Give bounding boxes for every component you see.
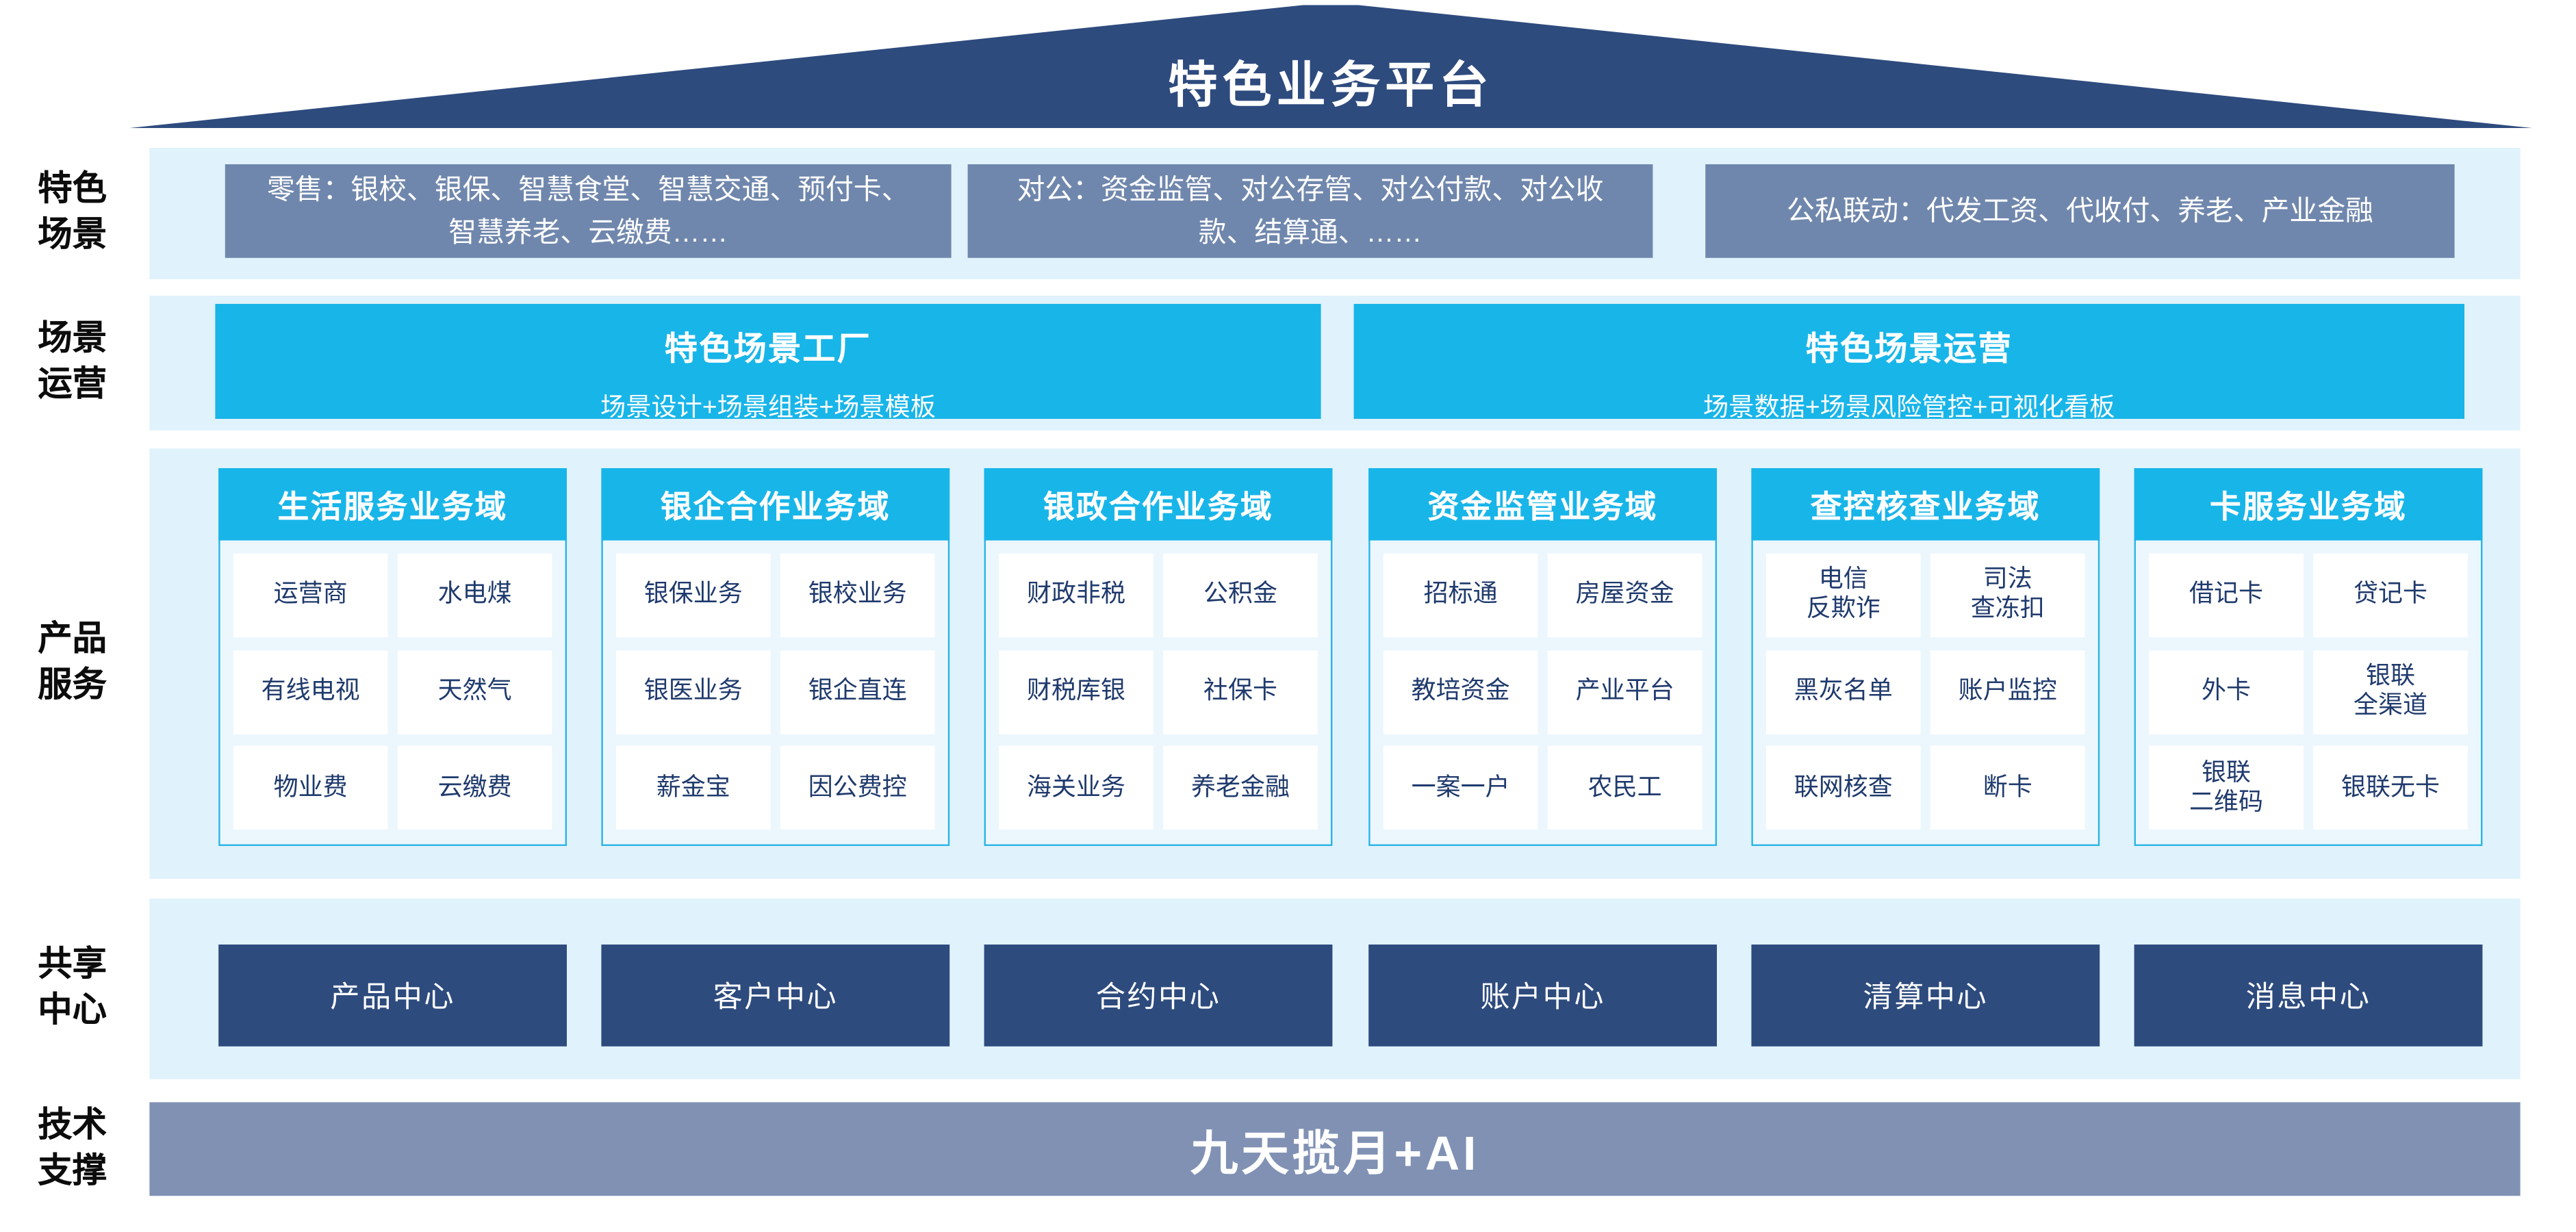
shared-center-customer: 客户中心 [601,945,950,1047]
row-label-scenes: 特色 场景 [38,170,107,255]
shared-center-message: 消息中心 [2134,945,2483,1047]
shared-center-account: 账户中心 [1368,945,1717,1047]
domain-panel-bank-enterprise: 银企合作业务域 银保业务 银校业务 银医业务 银企直连 薪金宝 因公费控 [601,468,950,846]
domain-header: 查控核查业务域 [1751,468,2100,541]
domain-cells: 借记卡 贷记卡 外卡 银联 全渠道 银联 二维码 银联无卡 [2136,541,2481,843]
domain-panel-card-services: 卡服务业务域 借记卡 贷记卡 外卡 银联 全渠道 银联 二维码 银联无卡 [2134,468,2483,846]
row-label-shared: 共享 中心 [38,945,107,1030]
product-cell: 断卡 [1930,746,2085,830]
domain-header: 银政合作业务域 [984,468,1333,541]
operation-box-subtitle: 场景数据+场景风险管控+可视化看板 [1703,394,2115,422]
product-cell: 海关业务 [999,746,1153,830]
product-cell: 薪金宝 [616,746,771,830]
product-cell: 黑灰名单 [1766,650,1921,734]
domain-header: 卡服务业务域 [2134,468,2483,541]
domain-cells: 招标通 房屋资金 教培资金 产业平台 一案一户 农民工 [1370,541,1716,843]
product-cell: 因公费控 [780,746,935,830]
domain-cells: 银保业务 银校业务 银医业务 银企直连 薪金宝 因公费控 [603,541,948,843]
product-cell: 一案一户 [1383,746,1538,830]
domain-cells: 运营商 水电煤 有线电视 天然气 物业费 云缴费 [220,541,565,843]
operation-box-scene-operation: 特色场景运营 场景数据+场景风险管控+可视化看板 [1353,304,2465,422]
product-cell: 银联 二维码 [2149,746,2304,830]
shared-center-product: 产品中心 [218,945,568,1047]
product-cell: 社保卡 [1163,650,1318,734]
operation-box-title: 特色场景运营 [1805,331,2013,368]
product-cell: 有线电视 [233,650,388,734]
shared-center-contract: 合约中心 [984,945,1333,1047]
product-cell: 物业费 [233,746,388,830]
operation-box-scene-factory: 特色场景工厂 场景设计+场景组装+场景模板 [215,304,1321,422]
product-cell: 银医业务 [616,650,771,734]
scene-box-retail: 零售：银校、银保、智慧食堂、智慧交通、预付卡、智慧养老、云缴费…… [225,164,952,258]
domain-cells: 财政非税 公积金 财税库银 社保卡 海关业务 养老金融 [986,541,1331,843]
tech-support-bar: 九天揽月+AI [149,1102,2521,1196]
product-cell: 司法 查冻扣 [1930,553,2085,637]
scenes-band: 零售：银校、银保、智慧食堂、智慧交通、预付卡、智慧养老、云缴费…… 对公：资金监… [149,148,2521,280]
product-cell: 银保业务 [616,553,771,637]
product-cell: 银联无卡 [2313,746,2468,830]
domain-panel-bank-government: 银政合作业务域 财政非税 公积金 财税库银 社保卡 海关业务 养老金融 [984,468,1333,846]
domain-header: 生活服务业务域 [218,468,568,541]
product-cell: 养老金融 [1163,746,1318,830]
product-cell: 水电煤 [397,553,552,637]
product-cell: 电信 反欺诈 [1766,553,1921,637]
product-cell: 银企直连 [780,650,935,734]
scene-box-public-private: 公私联动：代发工资、代收付、养老、产业金融 [1705,164,2455,258]
domain-cells: 电信 反欺诈 司法 查冻扣 黑灰名单 账户监控 联网核查 断卡 [1753,541,2098,843]
row-label-operation: 场景 运营 [38,320,107,405]
scene-box-corporate: 对公：资金监管、对公存管、对公付款、对公收款、结算通、…… [967,164,1653,258]
product-cell: 借记卡 [2149,553,2304,637]
product-cell: 外卡 [2149,650,2304,734]
domain-panel-life-services: 生活服务业务域 运营商 水电煤 有线电视 天然气 物业费 云缴费 [218,468,568,846]
shared-band: 产品中心 客户中心 合约中心 账户中心 清算中心 消息中心 [149,898,2521,1079]
operation-box-title: 特色场景工厂 [664,331,872,368]
row-label-products: 产品 服务 [38,620,107,705]
product-cell: 联网核查 [1766,746,1921,830]
row-label-tech: 技术 支撑 [38,1106,107,1192]
product-cell: 云缴费 [397,746,552,830]
product-cell: 教培资金 [1383,650,1538,734]
diagram-title: 特色业务平台 [1168,59,1494,114]
domain-panel-inspection: 查控核查业务域 电信 反欺诈 司法 查冻扣 黑灰名单 账户监控 联网核查 断卡 [1751,468,2100,846]
product-cell: 招标通 [1383,553,1538,637]
product-cell: 农民工 [1547,746,1703,830]
product-cell: 财税库银 [999,650,1153,734]
product-cell: 运营商 [233,553,388,637]
product-cell: 财政非税 [999,553,1153,637]
operation-band: 特色场景工厂 场景设计+场景组装+场景模板 特色场景运营 场景数据+场景风险管控… [149,296,2521,431]
products-band: 生活服务业务域 运营商 水电煤 有线电视 天然气 物业费 云缴费 银企合作业务域… [149,448,2521,879]
product-cell: 银校业务 [780,553,935,637]
domain-header: 银企合作业务域 [601,468,950,541]
product-cell: 产业平台 [1547,650,1703,734]
domain-panel-fund-supervision: 资金监管业务域 招标通 房屋资金 教培资金 产业平台 一案一户 农民工 [1368,468,1717,846]
operation-box-subtitle: 场景设计+场景组装+场景模板 [600,394,936,422]
product-cell: 贷记卡 [2313,553,2468,637]
domain-header: 资金监管业务域 [1368,468,1717,541]
product-cell: 银联 全渠道 [2313,650,2468,734]
product-cell: 房屋资金 [1547,553,1703,637]
product-cell: 公积金 [1163,553,1318,637]
shared-center-clearing: 清算中心 [1751,945,2100,1047]
roof-banner: 特色业务平台 [128,5,2534,129]
product-cell: 天然气 [397,650,552,734]
product-cell: 账户监控 [1930,650,2085,734]
